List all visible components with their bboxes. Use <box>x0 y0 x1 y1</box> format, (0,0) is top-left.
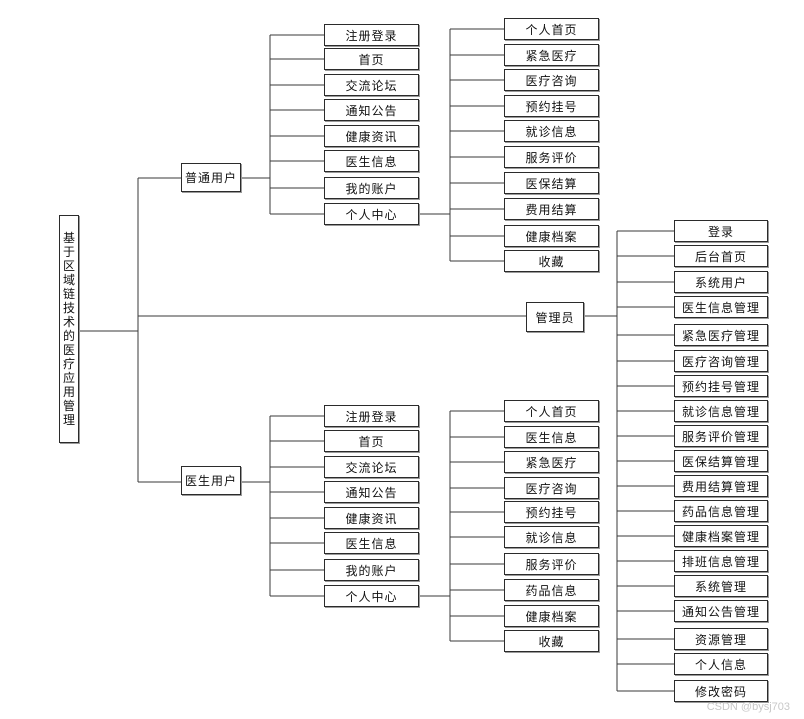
admin-item-5: 医疗咨询管理 <box>674 350 768 372</box>
doctor-user-node: 医生用户 <box>181 466 241 495</box>
admin-item-9: 医保结算管理 <box>674 450 768 472</box>
doctor-pc-item-6: 服务评价 <box>504 553 599 575</box>
normal-user-item-4: 健康资讯 <box>324 125 419 147</box>
root-char: 基 <box>62 231 75 245</box>
root-char: 域 <box>62 273 75 287</box>
doctor-user-item-4: 健康资讯 <box>324 507 419 529</box>
admin-item-1: 后台首页 <box>674 245 768 267</box>
doctor-pc-item-3: 医疗咨询 <box>504 477 599 499</box>
admin-item-14: 系统管理 <box>674 575 768 597</box>
doctor-user-item-0: 注册登录 <box>324 405 419 427</box>
normal-user-item-3: 通知公告 <box>324 99 419 121</box>
normal-pc-item-1: 紧急医疗 <box>504 44 599 66</box>
admin-item-10: 费用结算管理 <box>674 475 768 497</box>
normal-pc-item-8: 健康档案 <box>504 225 599 247</box>
normal-user-item-0: 注册登录 <box>324 24 419 46</box>
admin-item-15: 通知公告管理 <box>674 600 768 622</box>
root-char: 链 <box>62 287 75 301</box>
doctor-pc-item-0: 个人首页 <box>504 400 599 422</box>
admin-node: 管理员 <box>526 302 584 332</box>
normal-pc-item-2: 医疗咨询 <box>504 69 599 91</box>
root-char: 管 <box>62 399 75 413</box>
admin-item-7: 就诊信息管理 <box>674 400 768 422</box>
doctor-pc-item-7: 药品信息 <box>504 579 599 601</box>
admin-item-2: 系统用户 <box>674 271 768 293</box>
admin-item-4: 紧急医疗管理 <box>674 324 768 346</box>
root-char: 区 <box>62 259 75 273</box>
doctor-pc-item-4: 预约挂号 <box>504 501 599 523</box>
admin-item-18: 修改密码 <box>674 680 768 702</box>
normal-pc-item-3: 预约挂号 <box>504 95 599 117</box>
watermark: CSDN @bysj703 <box>706 701 790 713</box>
doctor-pc-item-8: 健康档案 <box>504 605 599 627</box>
normal-user-item-7: 个人中心 <box>324 203 419 225</box>
normal-pc-item-0: 个人首页 <box>504 18 599 40</box>
normal-user-node: 普通用户 <box>181 163 241 192</box>
root-char: 技 <box>62 301 75 315</box>
admin-item-3: 医生信息管理 <box>674 296 768 318</box>
doctor-user-item-3: 通知公告 <box>324 481 419 503</box>
doctor-user-item-7: 个人中心 <box>324 585 419 607</box>
root-char: 术 <box>62 315 75 329</box>
normal-pc-item-7: 费用结算 <box>504 198 599 220</box>
admin-item-13: 排班信息管理 <box>674 550 768 572</box>
admin-item-17: 个人信息 <box>674 653 768 675</box>
normal-user-item-5: 医生信息 <box>324 150 419 172</box>
root-char: 理 <box>62 413 75 427</box>
doctor-pc-item-1: 医生信息 <box>504 426 599 448</box>
admin-item-11: 药品信息管理 <box>674 500 768 522</box>
doctor-pc-item-2: 紧急医疗 <box>504 451 599 473</box>
root-char: 于 <box>62 245 75 259</box>
doctor-user-item-5: 医生信息 <box>324 532 419 554</box>
doctor-pc-item-5: 就诊信息 <box>504 526 599 548</box>
normal-user-item-6: 我的账户 <box>324 177 419 199</box>
admin-item-8: 服务评价管理 <box>674 425 768 447</box>
root-char: 医 <box>62 343 75 357</box>
doctor-user-item-6: 我的账户 <box>324 559 419 581</box>
root-char: 应 <box>62 371 75 385</box>
doctor-user-item-2: 交流论坛 <box>324 456 419 478</box>
normal-user-item-1: 首页 <box>324 48 419 70</box>
normal-pc-item-4: 就诊信息 <box>504 120 599 142</box>
admin-item-12: 健康档案管理 <box>674 525 768 547</box>
normal-pc-item-9: 收藏 <box>504 250 599 272</box>
normal-pc-item-6: 医保结算 <box>504 172 599 194</box>
root-node: 基于区域链技术的医疗应用管理 <box>59 215 79 443</box>
admin-item-16: 资源管理 <box>674 628 768 650</box>
root-char: 的 <box>62 329 75 343</box>
doctor-user-item-1: 首页 <box>324 430 419 452</box>
admin-item-6: 预约挂号管理 <box>674 375 768 397</box>
admin-item-0: 登录 <box>674 220 768 242</box>
normal-user-item-2: 交流论坛 <box>324 74 419 96</box>
normal-pc-item-5: 服务评价 <box>504 146 599 168</box>
doctor-pc-item-9: 收藏 <box>504 630 599 652</box>
root-char: 用 <box>62 385 75 399</box>
root-char: 疗 <box>62 357 75 371</box>
